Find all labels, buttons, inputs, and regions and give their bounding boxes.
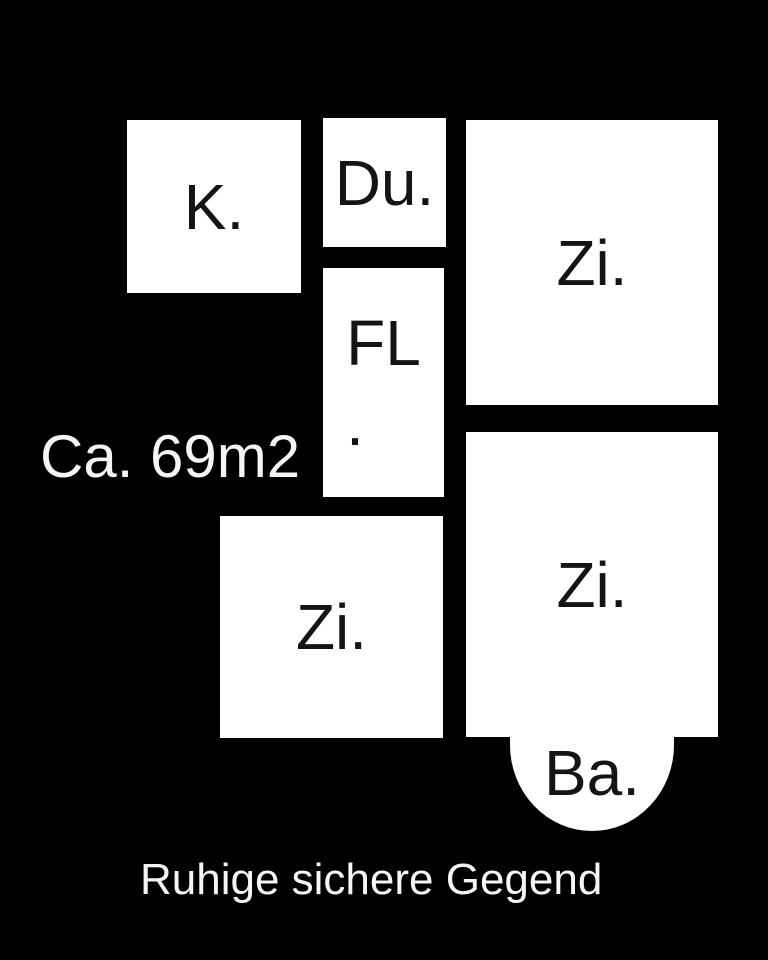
room-label-bath: Ba.	[543, 737, 641, 809]
room-label-shower: Du.	[334, 146, 435, 219]
room-label-hallway: FL .	[346, 306, 421, 459]
room-hallway: FL .	[323, 268, 444, 497]
caption-text: Ruhige sichere Gegend	[140, 855, 603, 904]
area-label: Ca. 69m2	[40, 423, 301, 490]
room-zi-bottom-left: Zi.	[220, 516, 443, 738]
room-bath: Ba.	[510, 737, 674, 831]
room-label-kitchen: K.	[183, 170, 245, 243]
room-zi-top-right: Zi.	[466, 120, 718, 405]
room-label-zi-bottom-left: Zi.	[295, 591, 368, 663]
room-zi-bottom-right: Zi. Ba.	[466, 432, 718, 831]
room-label-zi-bottom-right: Zi.	[556, 548, 628, 621]
room-label-zi-top-right: Zi.	[556, 226, 628, 299]
room-shower: Du.	[323, 118, 446, 247]
room-kitchen: K.	[127, 120, 301, 293]
